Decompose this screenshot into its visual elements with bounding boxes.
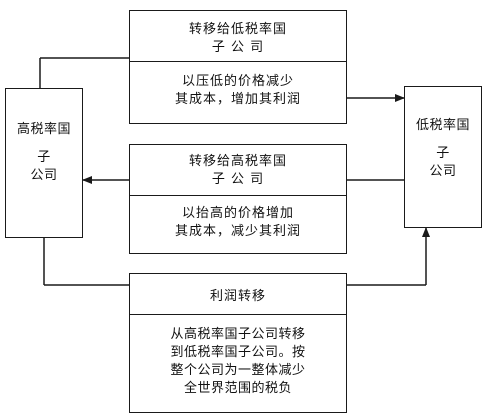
- middle-box-title-line2: 子 公 司: [211, 172, 265, 187]
- top-box-divider: [130, 61, 346, 62]
- middle-box-body-line2: 其成本，减少其利润: [174, 224, 301, 239]
- bottom-box-divider: [130, 314, 346, 315]
- bottom-box-body-line2: 到低税率国子公司。按: [170, 345, 306, 360]
- high-tax-subsidiary-box: 高税率国 子 公司: [5, 88, 83, 238]
- bottom-box-body-line3: 整个公司为一整体减少: [170, 363, 306, 378]
- high-tax-box-line3: 公司: [30, 168, 58, 183]
- top-box-title-line2: 子 公 司: [211, 40, 265, 55]
- transfer-to-high-tax-box: 转移给高税率国 子 公 司 以抬高的价格增加 其成本，减少其利润: [129, 144, 347, 254]
- high-tax-box-line1: 高税率国: [16, 122, 71, 137]
- bottom-box-title: 利润转移: [209, 289, 266, 304]
- top-box-body-line1: 以压低的价格减少: [181, 74, 294, 89]
- middle-box-title-line1: 转移给高税率国: [188, 154, 287, 169]
- low-tax-subsidiary-box: 低税率国 子 公司: [404, 86, 482, 228]
- middle-box-body-line1: 以抬高的价格增加: [181, 206, 294, 221]
- profit-shifting-box: 利润转移 从高税率国子公司转移 到低税率国子公司。按 整个公司为一整体减少 全世…: [129, 273, 347, 413]
- low-tax-box-line3: 公司: [429, 164, 457, 179]
- high-tax-box-line2: 子: [37, 150, 51, 165]
- top-box-title-line1: 转移给低税率国: [188, 22, 287, 37]
- low-tax-box-line1: 低税率国: [415, 118, 470, 133]
- low-tax-box-line2: 子: [436, 146, 450, 161]
- bottom-box-body-line4: 全世界范围的税负: [183, 381, 292, 396]
- top-box-body-line2: 其成本，增加其利润: [174, 92, 301, 107]
- middle-box-divider: [130, 195, 346, 196]
- bottom-box-body-line1: 从高税率国子公司转移: [170, 327, 306, 342]
- transfer-to-low-tax-box: 转移给低税率国 子 公 司 以压低的价格减少 其成本，增加其利润: [129, 10, 347, 124]
